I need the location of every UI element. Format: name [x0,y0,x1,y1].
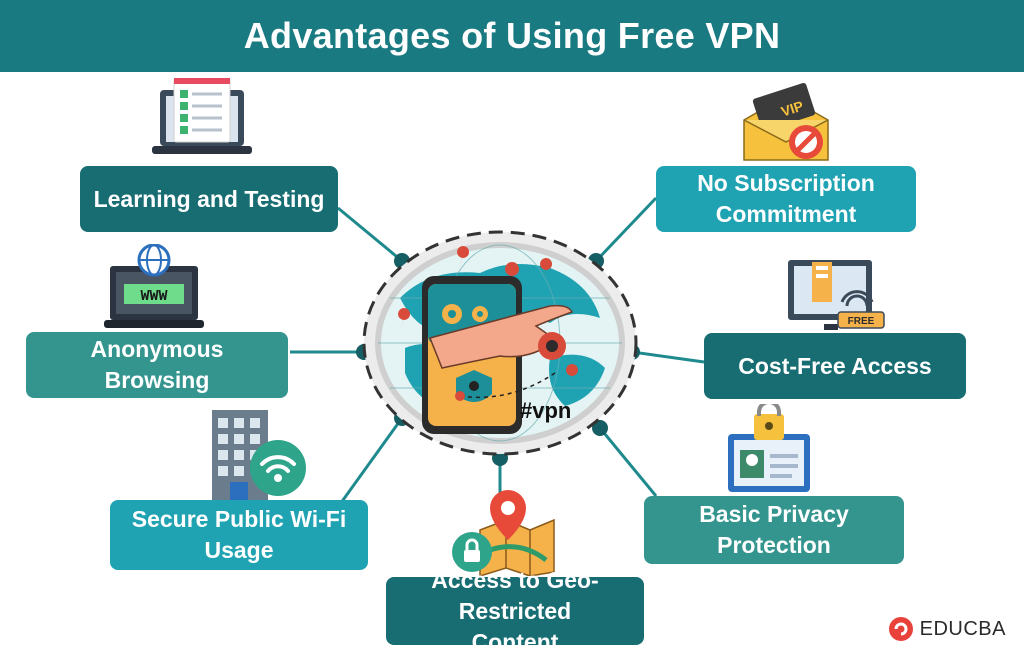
free-label: FREE [848,316,875,327]
item-label: Anonymous Browsing [90,336,224,393]
building-wifi-icon [212,410,306,500]
item-label: Learning and Testing [93,185,325,212]
item-no-subscription: No Subscription Commitment [656,166,916,232]
page-title: Advantages of Using Free VPN [243,15,781,56]
item-label: Secure Public Wi-Fi Usage [131,506,347,563]
item-label: Access to Geo-Restricted Content [431,566,599,655]
title-banner: Advantages of Using Free VPN [0,0,1024,72]
item-secure-public-wifi: Secure Public Wi-Fi Usage [110,500,368,570]
vip-label: VIP [779,97,805,119]
vpn-globe-phone-icon: #vpn [362,230,638,456]
item-label: No Subscription Commitment [697,170,875,227]
privacy-id-lock-icon [728,404,810,492]
item-label: Basic Privacy Protection [699,501,849,558]
www-laptop-icon: WWW [104,244,204,328]
brand-name: EDUCBA [919,617,1006,640]
item-geo-restricted: Access to Geo-Restricted Content [386,567,644,655]
www-label: WWW [140,288,167,305]
item-basic-privacy: Basic Privacy Protection [644,496,904,564]
laptop-checklist-icon [152,78,252,154]
brand-logo: EDUCBA [888,616,1006,642]
item-learning-testing: Learning and Testing [80,166,338,232]
item-cost-free-access: Cost-Free Access [704,333,966,399]
item-label: Cost-Free Access [738,352,932,379]
vip-card-blocked-icon: VIP [743,82,829,161]
free-computer-icon: FREE [788,260,885,330]
map-pin-lock-icon [452,490,555,576]
vpn-hashtag: #vpn [520,398,571,423]
educba-logo-icon [888,617,913,641]
item-anonymous-browsing: Anonymous Browsing [26,332,288,398]
